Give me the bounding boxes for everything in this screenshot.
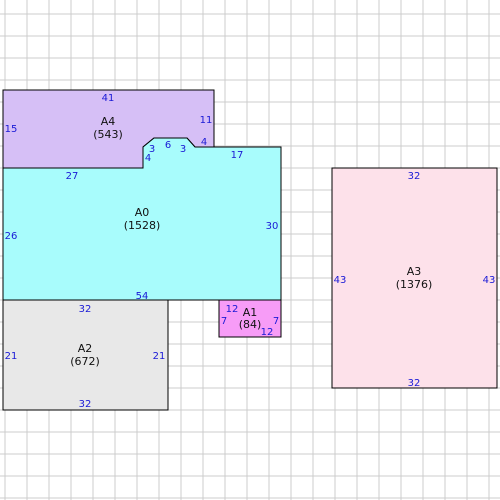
room-a0-area: (1528)	[124, 219, 161, 232]
dim-a2-left: 21	[5, 351, 18, 362]
dim-a1-left: 7	[221, 316, 227, 327]
room-a1-shape[interactable]	[218, 299, 282, 338]
room-a4-name: A4	[101, 115, 116, 128]
room-a3-shape[interactable]	[331, 167, 498, 389]
dim-a3-right: 43	[483, 275, 496, 286]
dim-a3-left: 43	[334, 275, 347, 286]
room-a2-name: A2	[78, 342, 93, 355]
dim-a1-top: 12	[226, 304, 239, 315]
dim-a2-right: 21	[153, 351, 166, 362]
dim-a2-top: 32	[79, 304, 92, 315]
room-a2-area: (672)	[70, 355, 100, 368]
dim-a2-bottom: 32	[79, 399, 92, 410]
dim-a4-step-left: 4	[145, 153, 151, 164]
room-a2[interactable]: A2 (672)	[2, 299, 169, 411]
dim-a4-notch-right: 3	[180, 144, 186, 155]
room-a1-name: A1	[243, 306, 258, 319]
dim-a1-bottom: 12	[261, 327, 274, 338]
dim-a3-top: 32	[408, 171, 421, 182]
dim-a4-right: 11	[200, 115, 213, 126]
dim-a4-step-right: 4	[201, 137, 207, 148]
room-a1-area: (84)	[239, 318, 262, 331]
dim-a1-right: 7	[273, 316, 279, 327]
room-a2-shape[interactable]	[2, 299, 169, 411]
dim-a0-right: 30	[266, 221, 279, 232]
room-a1[interactable]: A1 (84)	[218, 299, 282, 338]
dim-a0-top-left: 27	[66, 171, 79, 182]
dim-a4-notch-top: 6	[165, 140, 171, 151]
room-a4-area: (543)	[93, 128, 123, 141]
dim-a3-bottom: 32	[408, 378, 421, 389]
dim-a4-left: 15	[5, 124, 18, 135]
room-a3[interactable]: A3 (1376)	[331, 167, 498, 389]
dim-a4-notch-left: 3	[149, 144, 155, 155]
room-a0[interactable]: A0 (1528)	[2, 137, 282, 301]
room-a3-name: A3	[407, 265, 422, 278]
dim-a0-bottom: 54	[136, 291, 149, 302]
room-a3-area: (1376)	[396, 278, 433, 291]
dim-a0-top-right: 17	[231, 150, 244, 161]
dim-a4-top: 41	[102, 93, 115, 104]
dim-a0-left: 26	[5, 231, 18, 242]
room-a0-name: A0	[135, 206, 150, 219]
